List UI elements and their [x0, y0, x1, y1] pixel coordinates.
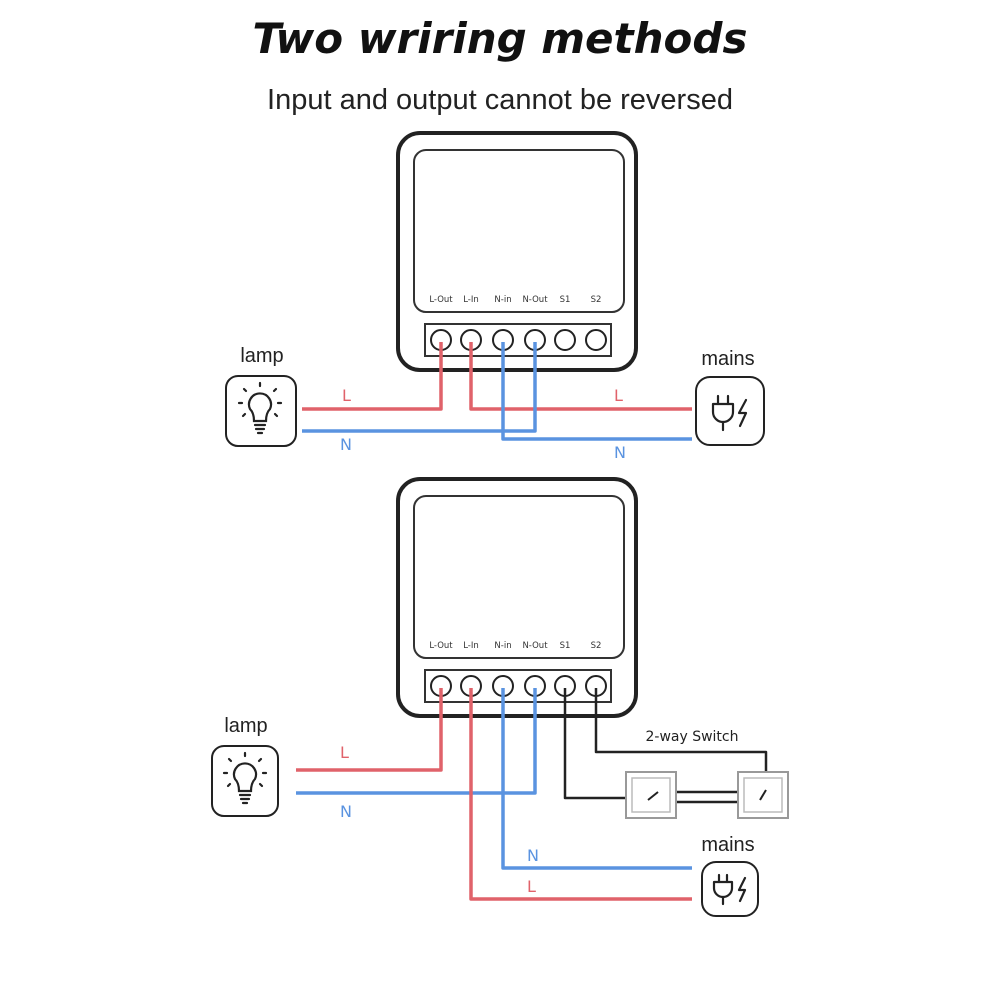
wire-live-mains-2 — [469, 688, 692, 901]
mains-label: mains — [701, 834, 754, 856]
switch-1 — [625, 771, 677, 819]
live-label: L — [342, 386, 351, 405]
neutral-label: N — [614, 443, 626, 462]
bulb-icon — [237, 381, 283, 435]
terminal-label-n-out: N-Out — [522, 295, 548, 305]
wire-neutral-mains-2 — [501, 688, 692, 870]
mains-box — [695, 376, 765, 446]
neutral-label: N — [340, 435, 352, 454]
terminal-label-l-out: L-Out — [429, 641, 453, 651]
diagram-2: L-Out L-In N-in N-Out S1 S2 L N N L 2-wa… — [211, 477, 789, 917]
terminal-label-s2: S2 — [591, 295, 602, 305]
mains-box — [701, 861, 759, 917]
lamp-box — [225, 375, 297, 447]
terminal-label-s2: S2 — [591, 641, 602, 651]
terminal-label-n-in: N-in — [494, 295, 511, 305]
page-title: Two wriring methods — [252, 14, 748, 63]
wire-neutral-mains-1 — [501, 342, 692, 441]
plug-icon — [712, 873, 747, 906]
plug-icon — [711, 394, 748, 432]
lamp-label: lamp — [224, 715, 267, 737]
terminal-label-s1: S1 — [560, 295, 571, 305]
terminal-label-l-in: L-In — [463, 295, 479, 305]
wire-live-lamp-1 — [302, 342, 443, 411]
bulb-icon — [222, 751, 268, 805]
live-label: L — [527, 877, 536, 896]
switch-2 — [737, 771, 789, 819]
module-1: L-Out L-In N-in N-Out S1 S2 — [396, 131, 638, 372]
lamp-box — [211, 745, 279, 817]
wire-s1 — [563, 688, 648, 800]
diagram-1: L-Out L-In N-in N-Out S1 S2 L N L N lamp — [225, 131, 765, 462]
terminal-label-l-in: L-In — [463, 641, 479, 651]
terminal-label-s1: S1 — [560, 641, 571, 651]
terminal-label-n-in: N-in — [494, 641, 511, 651]
neutral-label: N — [340, 802, 352, 821]
terminal-s1 — [554, 329, 576, 351]
neutral-label: N — [527, 846, 539, 865]
lamp-label: lamp — [240, 345, 283, 367]
wire-neutral-lamp-1 — [302, 342, 537, 433]
terminal-s2 — [585, 329, 607, 351]
switch-label: 2-way Switch — [645, 729, 738, 745]
terminal-label-l-out: L-Out — [429, 295, 453, 305]
live-label: L — [614, 386, 623, 405]
wire-live-lamp-2 — [296, 688, 443, 772]
live-label: L — [340, 743, 349, 762]
wire-live-mains-1 — [469, 342, 692, 411]
page-subtitle: Input and output cannot be reversed — [267, 84, 733, 116]
terminal-label-n-out: N-Out — [522, 641, 548, 651]
mains-label: mains — [701, 348, 754, 370]
module-2: L-Out L-In N-in N-Out S1 S2 — [396, 477, 638, 718]
wire-neutral-lamp-2 — [296, 688, 537, 795]
